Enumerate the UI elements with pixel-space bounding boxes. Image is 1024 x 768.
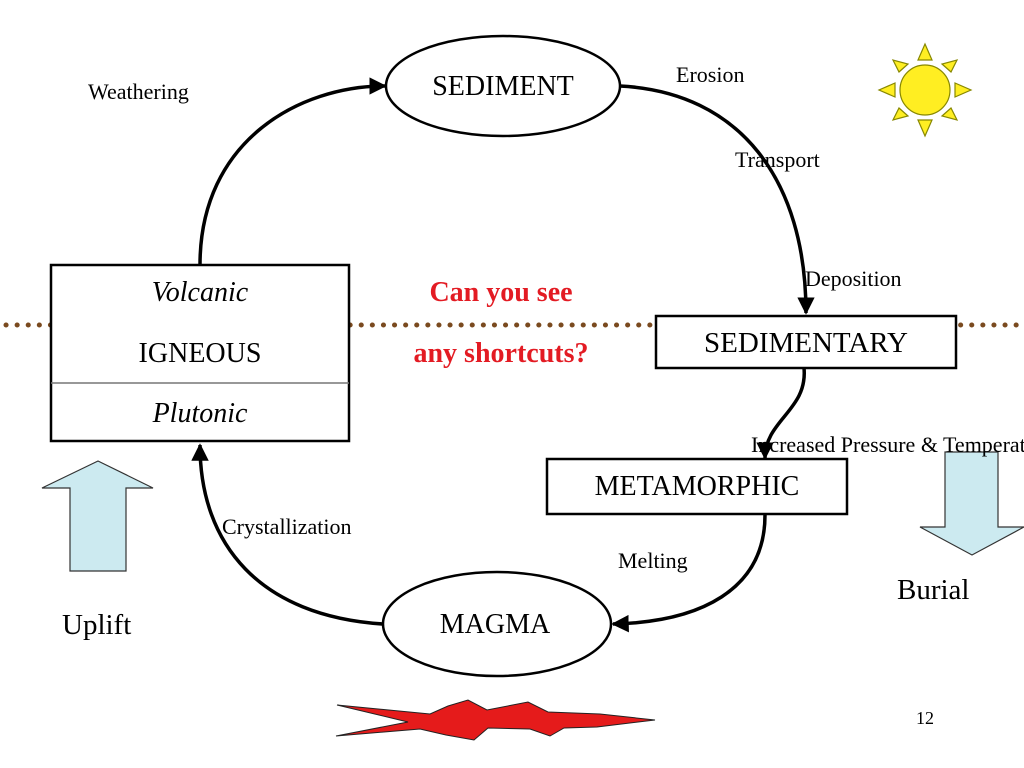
erosion-label: Erosion [676,62,745,87]
uplift-label: Uplift [62,609,132,641]
weathering-label: Weathering [88,79,189,104]
igneous-volcanic-label: Volcanic [151,277,249,308]
question-line-2: any shortcuts? [413,338,589,369]
crystallization-arrow [191,443,384,626]
metamorphic-label: METAMORPHIC [594,471,800,502]
page-number: 12 [916,708,934,728]
melting-arrow [611,514,767,633]
sun-icon [877,42,973,138]
transport-label: Transport [735,147,820,172]
weathering-arrow [198,77,387,266]
sediment-node [384,34,622,138]
melting-label: Melting [618,548,688,573]
burial-label: Burial [897,574,970,606]
magma-label: MAGMA [439,609,551,640]
erosion-arrow [619,84,815,315]
sediment-label: SEDIMENT [432,71,574,102]
metamorphic-box [545,457,849,516]
deposition-label: Deposition [805,266,902,291]
pressure-temperature-label: Increased Pressure & Temperature [751,432,1024,457]
down-arrow-icon [919,451,1024,556]
magma-node [381,570,613,678]
pressure-arrow [756,367,806,460]
heat-burst-icon [335,699,656,741]
igneous-box [49,263,351,443]
crystallization-label: Crystallization [222,514,352,539]
igneous-label: IGNEOUS [138,338,262,369]
sedimentary-box [654,314,958,370]
up-arrow-icon [41,460,154,572]
question-line-1: Can you see [429,277,573,308]
sedimentary-label: SEDIMENTARY [704,327,908,359]
igneous-plutonic-label: Plutonic [152,398,248,429]
